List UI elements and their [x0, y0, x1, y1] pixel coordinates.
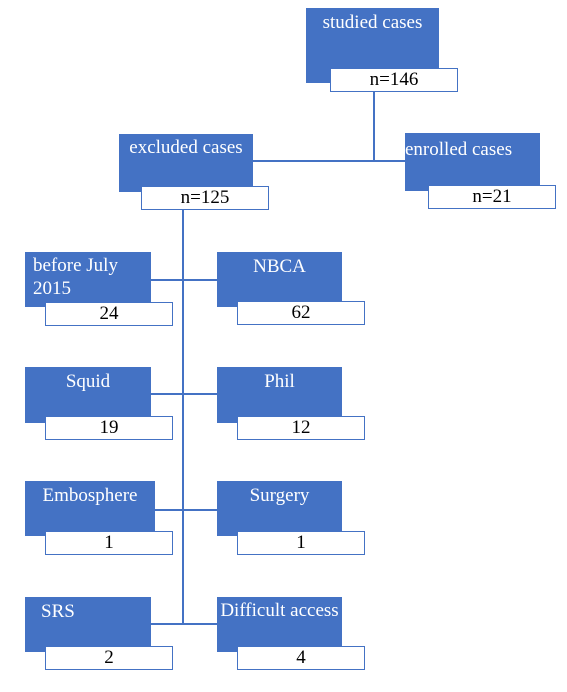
before-july-count: 24: [45, 302, 173, 326]
difficult-access-count: 4: [237, 646, 365, 670]
studied-cases-count: n=146: [330, 68, 458, 92]
enrolled-cases-label: enrolled cases: [405, 139, 513, 160]
embosphere-box: Embosphere: [25, 481, 155, 536]
connector-studied-down: [373, 90, 375, 162]
surgery-box: Surgery: [217, 481, 342, 536]
connector-row3: [154, 509, 218, 511]
excluded-cases-label: excluded cases: [129, 137, 243, 158]
studied-cases-label: studied cases: [322, 12, 423, 33]
excluded-cases-box: excluded cases: [119, 134, 253, 192]
before-july-label: before July 2015: [33, 255, 118, 299]
phil-count: 12: [237, 416, 365, 440]
srs-count: 2: [45, 646, 173, 670]
difficult-access-label: Difficult access: [220, 600, 339, 621]
phil-label: Phil: [264, 371, 295, 392]
difficult-access-box: Difficult access: [217, 597, 342, 652]
excluded-cases-count: n=125: [141, 186, 269, 210]
srs-box: SRS: [25, 597, 151, 652]
surgery-label: Surgery: [249, 485, 310, 506]
squid-count: 19: [45, 416, 173, 440]
nbca-label: NBCA: [253, 256, 306, 277]
phil-box: Phil: [217, 367, 342, 423]
squid-box: Squid: [25, 367, 151, 423]
enrolled-cases-count: n=21: [428, 185, 556, 209]
nbca-box: NBCA: [217, 252, 342, 307]
surgery-count: 1: [237, 531, 365, 555]
srs-label: SRS: [41, 601, 75, 622]
squid-label: Squid: [65, 371, 111, 392]
connector-row4: [150, 623, 218, 625]
embosphere-count: 1: [45, 531, 173, 555]
connector-row2: [150, 393, 218, 395]
embosphere-label: Embosphere: [42, 485, 138, 506]
enrolled-cases-box: enrolled cases: [405, 133, 540, 191]
connector-row1: [150, 279, 218, 281]
connector-excluded-enrolled: [253, 160, 406, 162]
connector-main-trunk: [182, 210, 184, 624]
before-july-box: before July 2015: [25, 252, 151, 307]
nbca-count: 62: [237, 301, 365, 325]
